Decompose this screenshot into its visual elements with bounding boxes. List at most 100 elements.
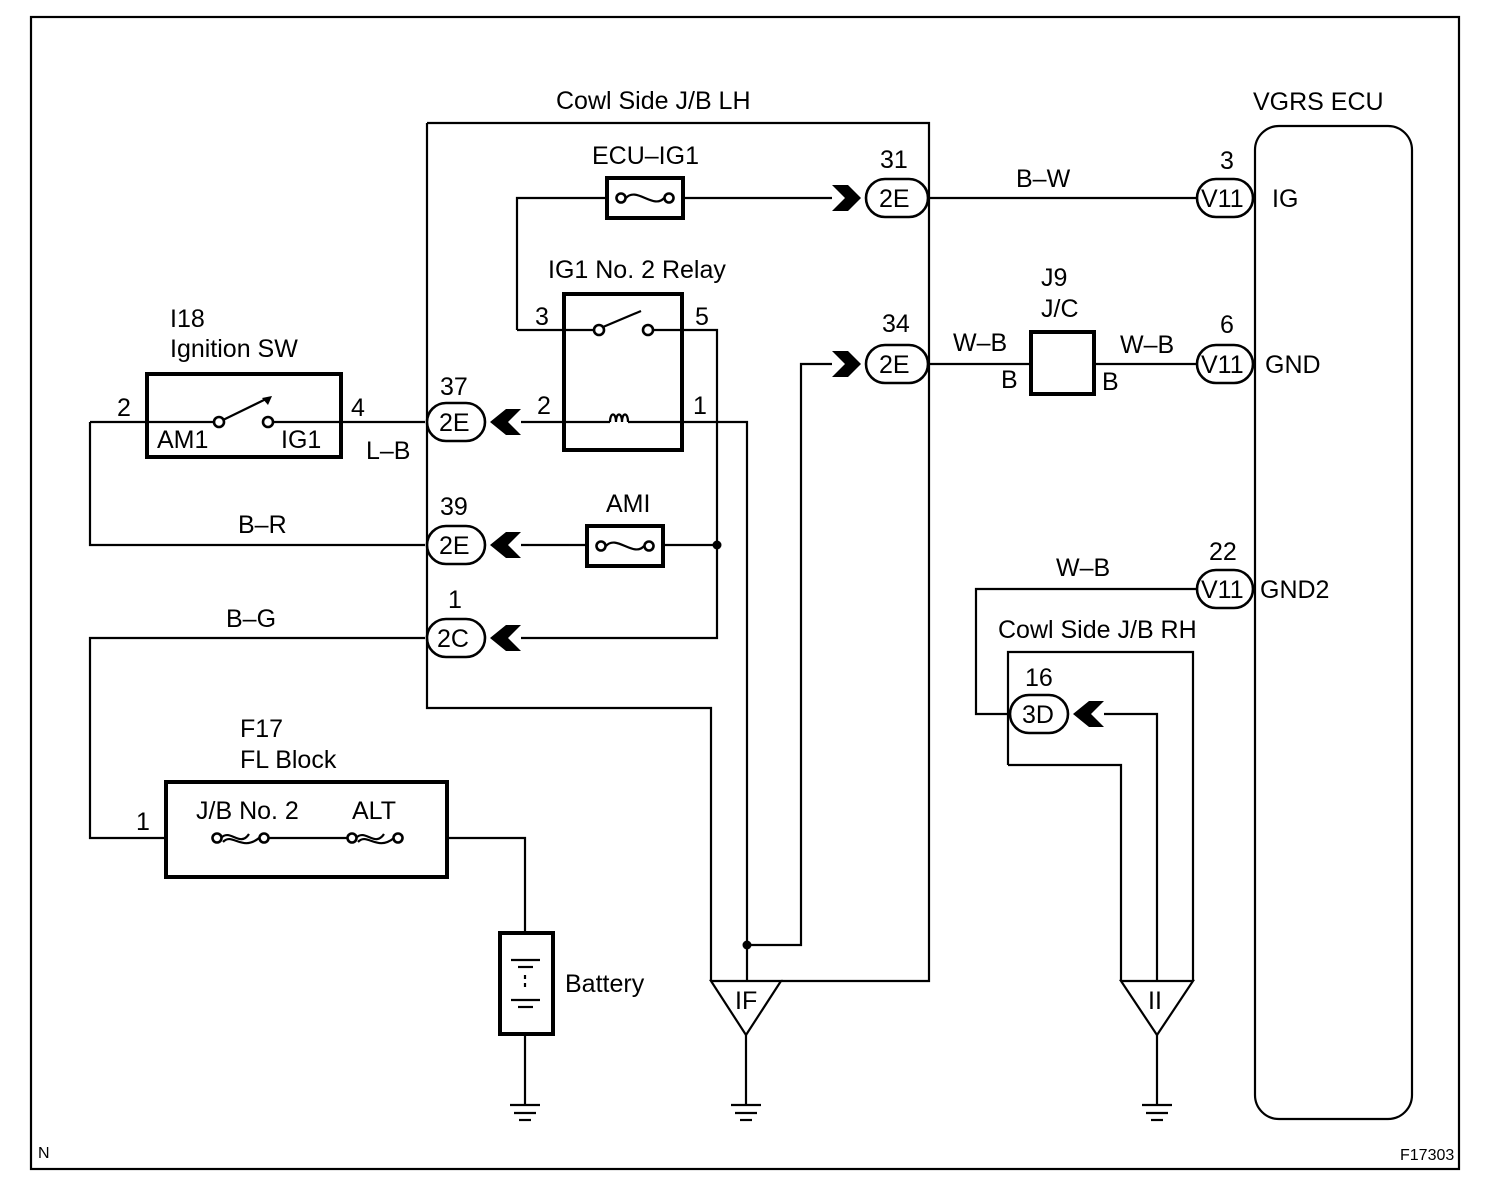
j9-left-b: B <box>1001 366 1018 394</box>
cowl-lh-box <box>427 121 931 983</box>
ecu-connector-gnd: 6 V11 <box>1195 311 1255 385</box>
relay-contact <box>641 323 655 337</box>
splice-dot <box>712 540 722 550</box>
wire-16-to-ground <box>1104 712 1159 981</box>
connector-1-arrow-icon <box>490 625 521 651</box>
pin-37: 37 <box>440 373 468 401</box>
fl-name: FL Block <box>240 746 337 774</box>
fuse-terminal <box>595 540 607 552</box>
wire-bg-label: B–G <box>226 605 276 633</box>
battery-label: Battery <box>565 970 645 998</box>
diagram-frame <box>29 15 1461 1171</box>
cowl-lh-label: Cowl Side J/B LH <box>556 87 751 115</box>
connector-16: 16 3D <box>1008 664 1104 735</box>
connector-34: 34 2E <box>832 310 930 385</box>
fuse-terminal <box>615 192 627 204</box>
ground-if-label: IF <box>735 987 757 1015</box>
j9-junction-box <box>1029 330 1096 396</box>
fusible-link-terminal <box>211 832 223 844</box>
wire-wb-1-label: W–B <box>953 329 1007 357</box>
ecu-pin-6: 6 <box>1220 311 1234 339</box>
alt-label: ALT <box>352 797 396 825</box>
connector-16-code: 3D <box>1022 701 1054 729</box>
connector-34-code: 2E <box>879 351 910 379</box>
connector-31-arrow-icon <box>832 185 861 211</box>
connector-39-code: 2E <box>439 532 470 560</box>
ign-ig1-label: IG1 <box>281 426 321 454</box>
wire-lb-label: L–B <box>366 437 410 465</box>
ecu-connector-gnd2: 22 V11 <box>1195 538 1255 610</box>
relay-pin-5: 5 <box>695 303 709 331</box>
ecu-connector-ig: 3 V11 <box>1195 147 1255 219</box>
fuse-terminal <box>643 540 655 552</box>
connector-34-arrow-icon <box>832 351 861 377</box>
fl-code: F17 <box>240 715 283 743</box>
connector-39-arrow-icon <box>490 532 521 558</box>
jb2-fusible-link-icon <box>220 833 260 845</box>
ground-symbol-icon <box>1142 1103 1172 1122</box>
connector-16-arrow-icon <box>1073 701 1104 727</box>
relay-pin-2: 2 <box>537 392 551 420</box>
relay-pin-1: 1 <box>693 392 707 420</box>
ami-fuse-element-icon <box>605 541 645 551</box>
fuse-terminal <box>663 192 675 204</box>
j9-code: J9 <box>1041 264 1067 292</box>
wire-br-label: B–R <box>238 511 287 539</box>
ecu-gnd2-label: GND2 <box>1260 576 1329 604</box>
j9-right-b: B <box>1102 368 1119 396</box>
fusible-link-terminal <box>258 832 270 844</box>
ecu-ig-label: IG <box>1272 185 1298 213</box>
battery-box <box>498 931 555 1036</box>
ground-point-ii <box>1118 979 1196 1037</box>
cowl-rh-box <box>1006 650 1195 981</box>
cowl-rh-label: Cowl Side J/B RH <box>998 616 1197 644</box>
vgrs-ecu-label: VGRS ECU <box>1253 88 1384 116</box>
relay-coil-icon <box>608 413 630 423</box>
pin-1-2c: 1 <box>448 586 462 614</box>
wire-wb-gnd2 <box>974 587 1197 716</box>
ign-blade-tip-icon <box>262 396 272 405</box>
wire-relay3-to-fuse <box>515 196 607 330</box>
fl-block-box <box>164 780 449 879</box>
ground-point-if <box>708 979 784 1038</box>
relay-contact <box>592 323 606 337</box>
ecu-connector-gnd2-code: V11 <box>1201 576 1244 604</box>
relay-contact-blade-icon <box>602 309 642 329</box>
connector-31: 31 2E <box>832 146 930 219</box>
connector-31-code: 2E <box>879 185 910 213</box>
fusible-link-terminal <box>392 832 404 844</box>
pin-16: 16 <box>1025 664 1053 692</box>
wire-wb-2-label: W–B <box>1120 331 1174 359</box>
connector-37: 37 2E <box>425 373 521 443</box>
ground-symbol-icon <box>510 1103 540 1122</box>
ecu-gnd-label: GND <box>1265 351 1321 379</box>
relay-pin-3: 3 <box>535 303 549 331</box>
ign-switch-blade-icon <box>222 398 267 421</box>
ground-symbol-icon <box>731 1103 761 1122</box>
wire-bw-label: B–W <box>1016 165 1071 193</box>
wire-relay1-to-ground <box>628 420 749 981</box>
ecu-pin-3: 3 <box>1220 147 1234 175</box>
ecu-ig1-label: ECU–IG1 <box>592 142 699 170</box>
splice-dot <box>742 940 752 950</box>
connector-39: 39 2E <box>425 493 521 566</box>
ground-ii-label: II <box>1148 987 1162 1015</box>
pin-34: 34 <box>882 310 910 338</box>
ecu-connector-ig-code: V11 <box>1201 185 1244 213</box>
ign-am1-label: AM1 <box>157 426 208 454</box>
connector-1-code: 2C <box>437 625 469 653</box>
ecu-connector-gnd-code: V11 <box>1201 351 1244 379</box>
j9-name: J/C <box>1041 295 1079 323</box>
wire-relay5-bus <box>521 328 719 640</box>
cowl-rh-box-inner <box>1008 763 1123 981</box>
ign-code: I18 <box>170 305 205 333</box>
fl-pin-1: 1 <box>136 808 150 836</box>
fuse-element-icon <box>625 193 665 203</box>
wire-br <box>88 422 425 547</box>
ecu-pin-22: 22 <box>1209 538 1237 566</box>
pin-39: 39 <box>440 493 468 521</box>
wire-ground-to-34 <box>747 362 832 947</box>
corner-n-label: N <box>38 1145 50 1162</box>
jb2-label: J/B No. 2 <box>196 797 299 825</box>
